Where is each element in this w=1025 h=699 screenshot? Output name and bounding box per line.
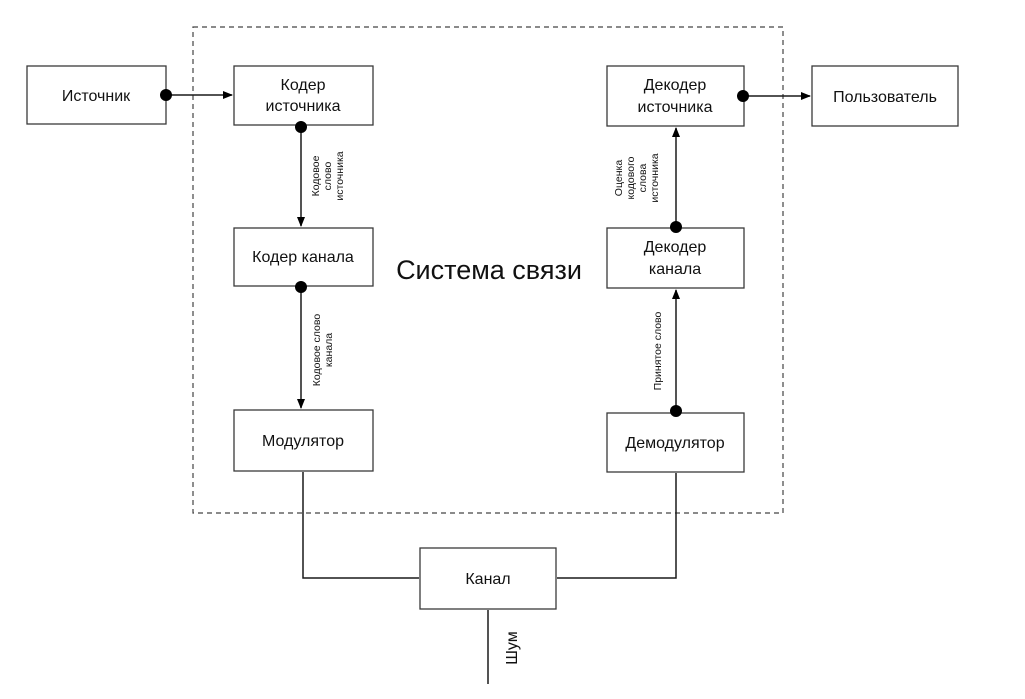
connector-dot [160, 89, 172, 101]
estimate-line1: Оценка [613, 160, 625, 197]
system-label: Система связи [396, 255, 582, 285]
source-decoder-block: Декодер источника [606, 65, 745, 127]
source-encoder-block: Кодер источника [233, 65, 374, 126]
channel-codeword-line2: канала [323, 333, 335, 367]
source-block: Источник [26, 65, 167, 125]
received-word-text: Принятое слово [652, 312, 664, 391]
connector-dot [670, 405, 682, 417]
channel-encoder-label: Кодер канала [252, 249, 354, 266]
channel-codeword-line1: Кодовое слово [311, 314, 323, 387]
source-word-estimate-label: Оценка кодового слова источника [613, 153, 661, 202]
source-codeword-label: Кодовое слово источника [310, 151, 346, 200]
channel-encoder-block: Кодер канала [233, 227, 374, 287]
noise-label: Шум [504, 631, 521, 664]
edge-modulator-to-channel [302, 472, 419, 579]
channel-decoder-label-line1: Декодер [644, 239, 707, 256]
source-encoder-label-line2: источника [266, 98, 341, 115]
source-codeword-line1: Кодовое [310, 155, 322, 196]
channel-decoder-block: Декодер канала [606, 227, 745, 289]
demodulator-label: Демодулятор [625, 435, 724, 452]
edge-channel-to-demodulator [557, 473, 677, 579]
channel-decoder-label-line2: канала [649, 261, 701, 278]
connector-dot [737, 90, 749, 102]
channel-codeword-label: Кодовое слово канала [311, 314, 335, 387]
user-block: Пользователь [811, 65, 959, 127]
source-decoder-label-line2: источника [638, 99, 713, 116]
noise-text: Шум [504, 631, 521, 664]
modulator-label: Модулятор [262, 433, 344, 450]
source-codeword-line2: слово [322, 162, 334, 191]
source-encoder-label-line1: Кодер [281, 77, 326, 94]
demodulator-block: Демодулятор [606, 412, 745, 473]
system-boundary [192, 26, 784, 514]
channel-label: Канал [465, 571, 510, 588]
connector-dot [670, 221, 682, 233]
connector-dot [295, 121, 307, 133]
estimate-line4: источника [649, 153, 661, 202]
source-codeword-line3: источника [334, 151, 346, 200]
estimate-line3: слова [637, 164, 649, 193]
connector-dot [295, 281, 307, 293]
modulator-block: Модулятор [233, 409, 374, 472]
source-label: Источник [62, 88, 131, 105]
source-decoder-label-line1: Декодер [644, 77, 707, 94]
estimate-line2: кодового [625, 156, 637, 199]
user-label: Пользователь [833, 89, 937, 106]
received-word-label: Принятое слово [652, 312, 664, 391]
channel-block: Канал [419, 547, 557, 610]
